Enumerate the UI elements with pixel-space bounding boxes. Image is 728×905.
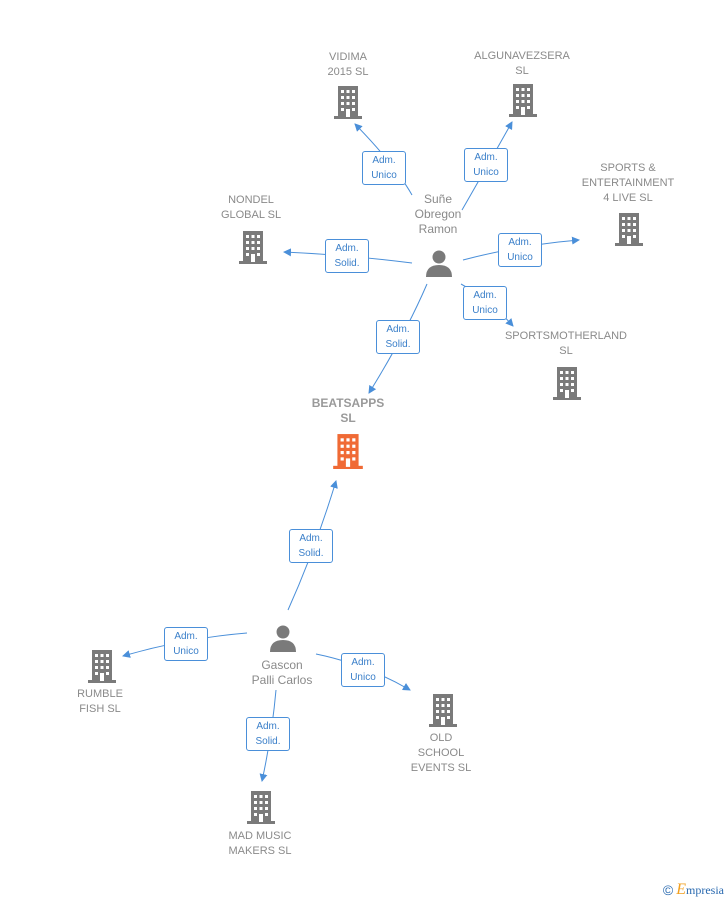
- company-label-sportsmotherland[interactable]: SPORTSMOTHERLAND SL: [504, 330, 628, 357]
- empresia-watermark: © Empresia: [663, 881, 724, 899]
- building-icon-main[interactable]: [331, 433, 365, 469]
- edge-label-sune-sports[interactable]: Adm. Unico: [498, 233, 542, 267]
- building-icon[interactable]: [237, 230, 269, 264]
- building-icon[interactable]: [245, 790, 277, 824]
- building-icon[interactable]: [427, 693, 459, 727]
- person-label-gascon[interactable]: Gascon Palli Carlos: [251, 658, 313, 687]
- company-label-beatsapps[interactable]: BEATSAPPS SL: [311, 396, 385, 425]
- brand-initial: E: [676, 881, 686, 898]
- company-label-sports-entertainment[interactable]: SPORTS & ENTERTAINMENT 4 LIVE SL: [581, 162, 675, 204]
- building-icon[interactable]: [551, 366, 583, 400]
- copyright-icon: ©: [662, 882, 674, 898]
- edge-label-gascon-rumble[interactable]: Adm. Unico: [164, 627, 208, 661]
- edge-label-sune-sportsmotherland[interactable]: Adm. Unico: [463, 286, 507, 320]
- company-label-vidima[interactable]: VIDIMA 2015 SL: [327, 51, 369, 78]
- edge-label-sune-nondel[interactable]: Adm. Solid.: [325, 239, 369, 273]
- building-icon[interactable]: [613, 212, 645, 246]
- building-icon[interactable]: [332, 85, 364, 119]
- building-icon[interactable]: [86, 649, 118, 683]
- company-label-old-school-events[interactable]: OLD SCHOOL EVENTS SL: [410, 732, 472, 774]
- edge-label-gascon-madmusic[interactable]: Adm. Solid.: [246, 717, 290, 751]
- person-icon[interactable]: [268, 623, 298, 653]
- person-label-sune[interactable]: Suñe Obregon Ramon: [414, 192, 462, 236]
- edge-label-gascon-beatsapps[interactable]: Adm. Solid.: [289, 529, 333, 563]
- edge-label-sune-beatsapps[interactable]: Adm. Solid.: [376, 320, 420, 354]
- brand-name: mpresia: [686, 883, 724, 897]
- company-label-rumble-fish[interactable]: RUMBLE FISH SL: [77, 688, 123, 715]
- edge-label-sune-algunavezsera[interactable]: Adm. Unico: [464, 148, 508, 182]
- company-label-mad-music-makers[interactable]: MAD MUSIC MAKERS SL: [228, 830, 292, 857]
- edge-label-sune-vidima[interactable]: Adm. Unico: [362, 151, 406, 185]
- company-label-nondel[interactable]: NONDEL GLOBAL SL: [220, 194, 282, 221]
- edge-label-gascon-oldschool[interactable]: Adm. Unico: [341, 653, 385, 687]
- company-label-algunavezsera[interactable]: ALGUNAVEZSERA SL: [474, 50, 570, 77]
- building-icon[interactable]: [507, 83, 539, 117]
- person-icon[interactable]: [424, 248, 454, 278]
